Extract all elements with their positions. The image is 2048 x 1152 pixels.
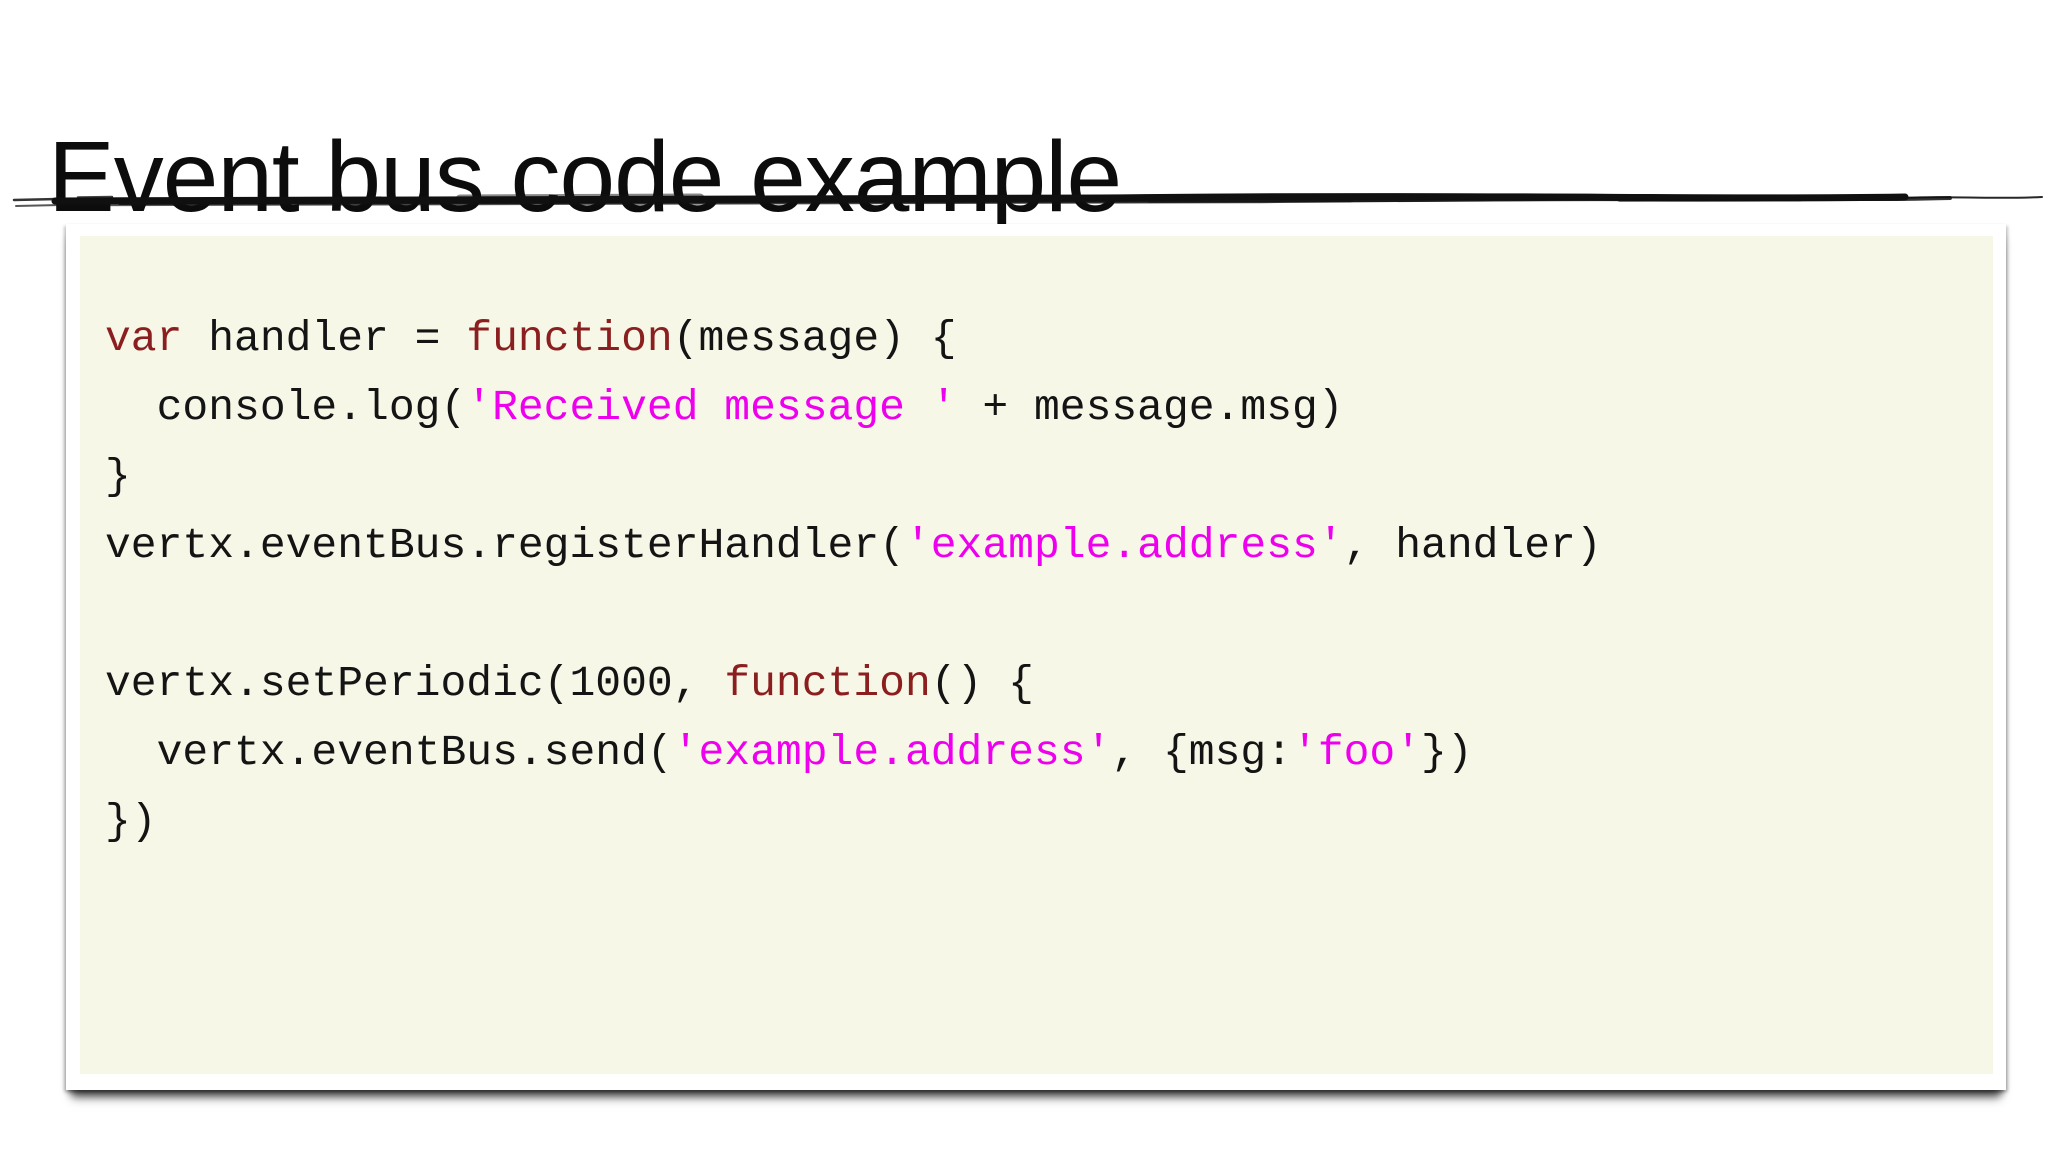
code-text: + message.msg) xyxy=(956,383,1344,432)
code-string: 'example.address' xyxy=(904,521,1344,570)
code-string: 'foo' xyxy=(1292,728,1422,777)
code-block: var handler = function(message) { consol… xyxy=(80,236,1993,856)
code-line: }) xyxy=(105,787,1968,856)
code-line: vertx.eventBus.send('example.address', {… xyxy=(105,718,1968,787)
code-keyword: function xyxy=(466,314,673,363)
code-string: 'example.address' xyxy=(672,728,1112,777)
code-string: 'Received message ' xyxy=(466,383,957,432)
code-line: var handler = function(message) { xyxy=(105,304,1968,373)
code-text: }) xyxy=(1421,728,1473,777)
code-text: console.log( xyxy=(105,383,467,432)
code-line: vertx.eventBus.registerHandler('example.… xyxy=(105,511,1968,580)
code-text: vertx.eventBus.send( xyxy=(105,728,673,777)
code-text: , handler) xyxy=(1343,521,1602,570)
code-line: } xyxy=(105,442,1968,511)
code-text: (message) { xyxy=(672,314,957,363)
code-line: vertx.setPeriodic(1000, function() { xyxy=(105,649,1968,718)
code-text: vertx.setPeriodic(1000, xyxy=(105,659,725,708)
code-text: , {msg: xyxy=(1111,728,1293,777)
code-text: () { xyxy=(930,659,1034,708)
code-text: } xyxy=(105,452,131,501)
code-text: vertx.eventBus.registerHandler( xyxy=(105,521,905,570)
code-card: var handler = function(message) { consol… xyxy=(66,224,2006,1090)
code-text: handler = xyxy=(182,314,467,363)
code-line: console.log('Received message ' + messag… xyxy=(105,373,1968,442)
code-keyword: function xyxy=(724,659,931,708)
hand-drawn-divider-line xyxy=(12,193,2043,207)
code-surface: var handler = function(message) { consol… xyxy=(80,236,1993,1074)
code-text: }) xyxy=(105,797,157,846)
code-keyword: var xyxy=(105,314,183,363)
code-line xyxy=(105,580,1968,649)
slide-title: Event bus code example xyxy=(48,121,1122,233)
